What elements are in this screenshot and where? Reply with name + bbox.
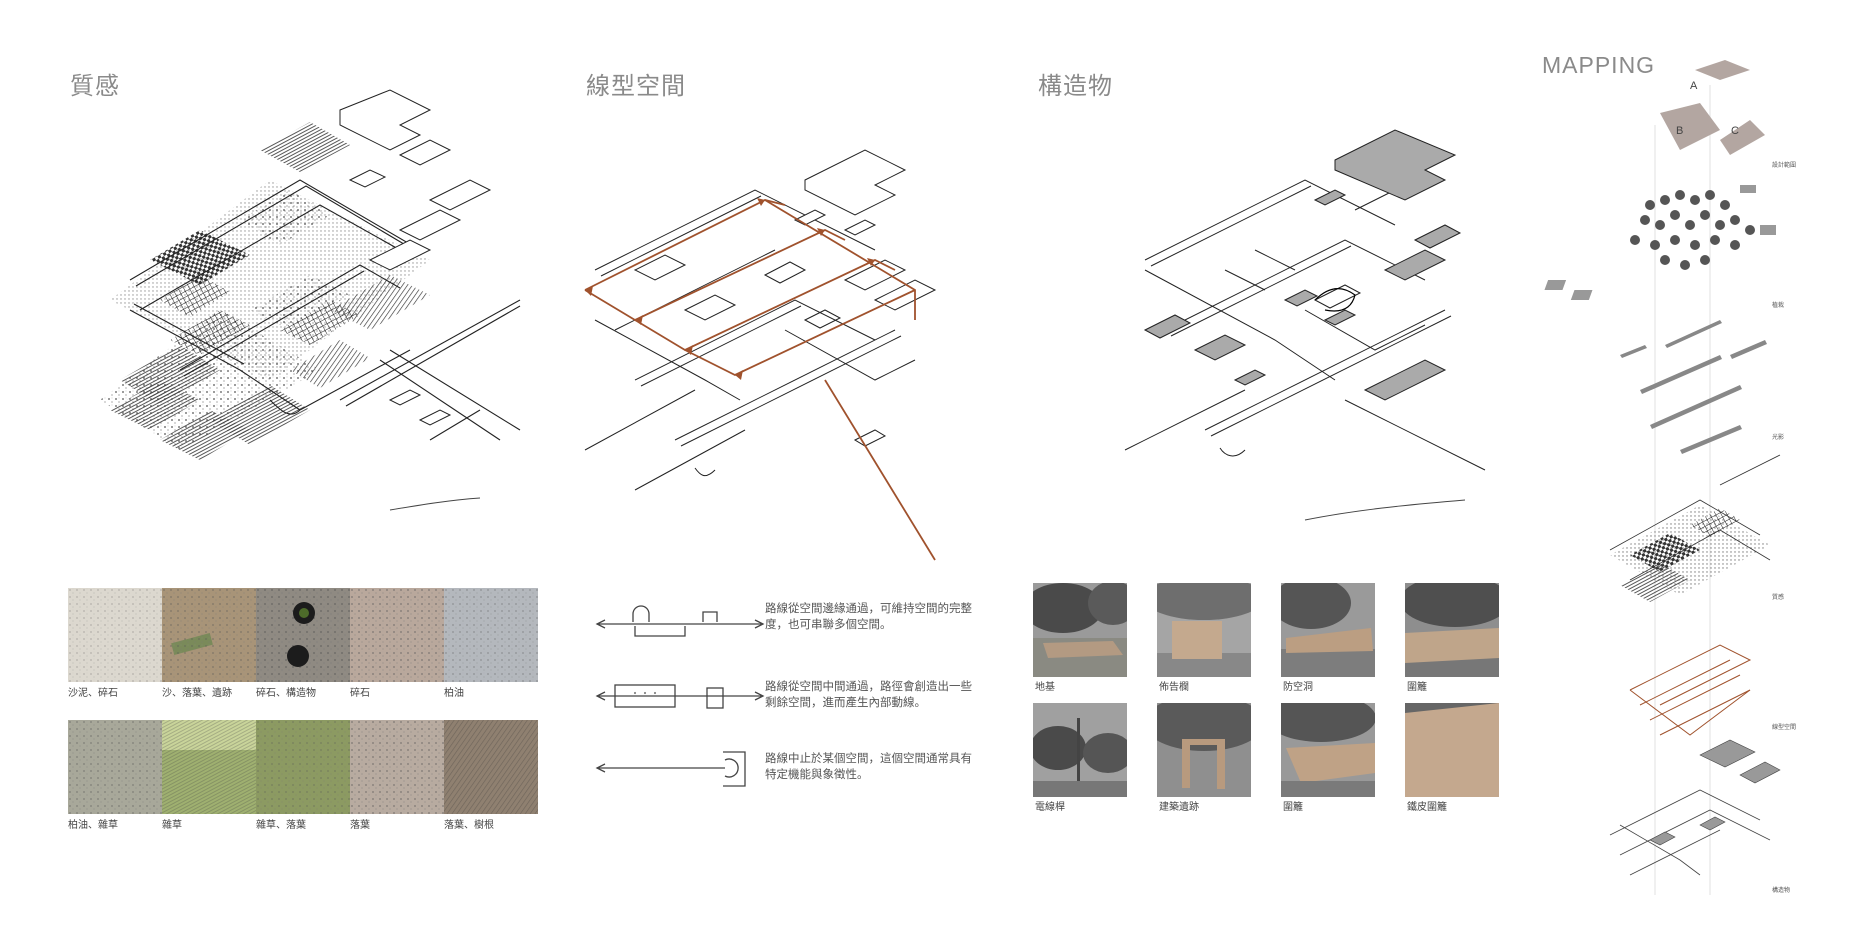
- texture-photo: [444, 588, 538, 682]
- mapping-layer-label: 植栽: [1772, 302, 1785, 309]
- structure-photo-caption: 地基: [1035, 682, 1055, 693]
- structure-photo-caption: 建築遺跡: [1159, 802, 1199, 813]
- linear-row-description: 路線從空間邊緣通過，可維持空間的完整度，也可串聯多個空間。: [765, 601, 972, 631]
- mapping-letter: C: [1731, 125, 1739, 137]
- structure-photo-caption: 圍籬: [1407, 682, 1427, 693]
- structure-axonometric-plan: [1124, 129, 1486, 521]
- structure-photo: [1281, 583, 1375, 677]
- texture-photo: [162, 720, 256, 814]
- mapping-layer-label: 線型空間: [1772, 724, 1797, 731]
- texture-photo: [256, 720, 350, 814]
- structure-photo-caption: 防空洞: [1283, 682, 1313, 693]
- texture-photo: [350, 588, 444, 682]
- section-title-mapping: MAPPING: [1542, 52, 1656, 78]
- texture-photo-caption: 落葉、樹根: [444, 820, 494, 831]
- structure-photo-caption: 佈告欄: [1159, 682, 1189, 693]
- linear-type-diagrams: [595, 605, 765, 787]
- texture-photo-caption: 沙、落葉、遺跡: [162, 688, 232, 699]
- structure-photo-caption: 圍籬: [1283, 802, 1303, 813]
- mapping-layer-label: 質感: [1772, 594, 1785, 601]
- mapping-layer-label: 光影: [1772, 434, 1785, 441]
- structure-photo: [1281, 703, 1375, 797]
- mapping-exploded-layers: [1544, 60, 1781, 895]
- texture-photo-caption: 柏油: [444, 688, 464, 699]
- texture-photo: [162, 588, 256, 682]
- texture-photo: [350, 720, 444, 814]
- texture-photo-caption: 雜草、落葉: [256, 820, 306, 831]
- linear-axonometric-plan: [584, 149, 937, 561]
- texture-photo: [256, 588, 350, 682]
- structure-photo: [1157, 703, 1251, 797]
- texture-photo-caption: 雜草: [162, 820, 182, 831]
- structure-photo: [1033, 703, 1127, 797]
- structure-photo: [1405, 703, 1499, 797]
- mapping-layer-label: 構造物: [1772, 887, 1791, 894]
- texture-photo-caption: 落葉: [350, 820, 370, 831]
- mapping-layer-label: 設計範圍: [1772, 162, 1797, 169]
- structure-photo-caption: 鐵皮圍籬: [1407, 802, 1447, 813]
- structure-photo: [1405, 583, 1499, 677]
- mapping-letter: A: [1690, 80, 1698, 92]
- section-title-structure: 構造物: [1038, 72, 1113, 100]
- texture-photo: [444, 720, 538, 814]
- linear-row-description: 路線從空間中間通過，路徑會創造出一些剩餘空間，進而產生內部動線。: [765, 679, 972, 709]
- section-title-texture: 質感: [70, 72, 120, 100]
- section-title-linear: 線型空間: [586, 72, 686, 100]
- texture-photo-caption: 碎石: [350, 688, 370, 699]
- texture-photo: [68, 720, 162, 814]
- texture-axonometric-plan: [100, 89, 521, 511]
- texture-photo-caption: 碎石、構造物: [256, 688, 316, 699]
- structure-photo: [1033, 583, 1127, 677]
- structure-photo-caption: 電線桿: [1035, 802, 1065, 813]
- texture-photo-caption: 沙泥、碎石: [68, 688, 118, 699]
- linear-row-description: 路線中止於某個空間，這個空間通常具有特定機能與象徵性。: [765, 751, 972, 781]
- mapping-letter: B: [1676, 125, 1684, 137]
- texture-photo: [68, 588, 162, 682]
- texture-photo-caption: 柏油、雜草: [68, 820, 118, 831]
- structure-photo: [1157, 583, 1251, 677]
